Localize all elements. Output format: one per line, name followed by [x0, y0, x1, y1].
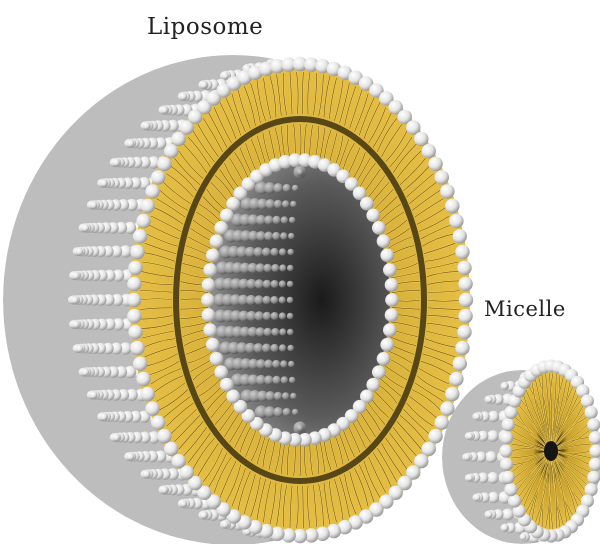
liposome-diagram [3, 55, 473, 544]
liposome-label: Liposome [147, 14, 263, 40]
micelle-label: Micelle [484, 297, 566, 321]
micelle-diagram [442, 359, 600, 544]
